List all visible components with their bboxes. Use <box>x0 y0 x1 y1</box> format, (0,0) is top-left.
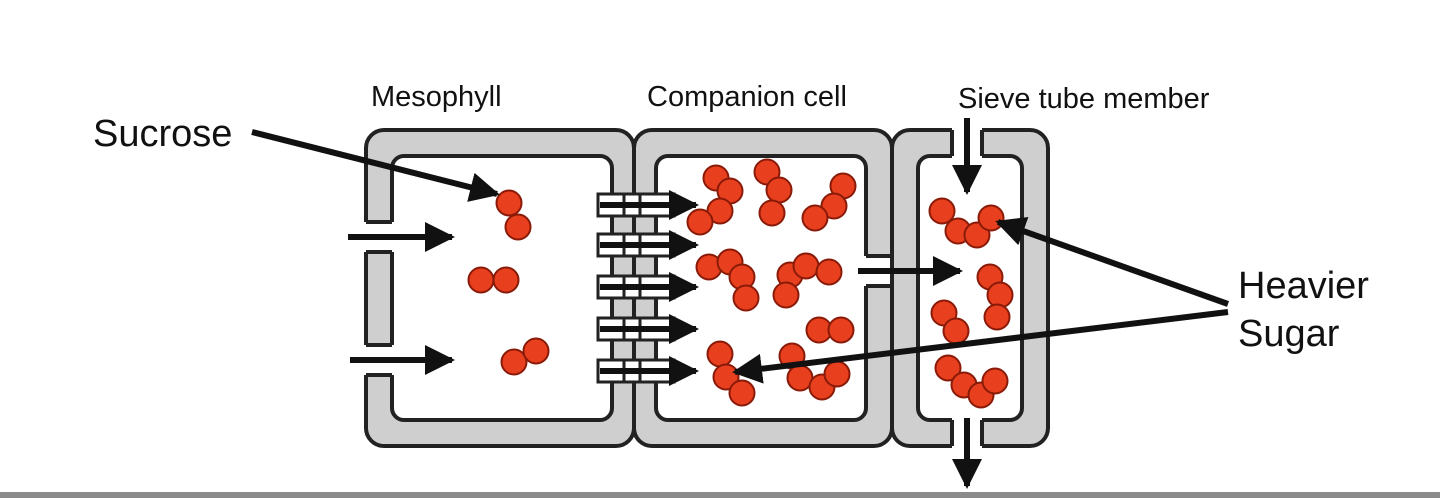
sugar-molecule <box>772 281 800 309</box>
sugar-molecule <box>500 348 528 376</box>
sugar-molecule <box>820 192 848 220</box>
sugar-molecule <box>504 213 532 241</box>
sugar-molecule <box>823 360 851 388</box>
heavier-sugar-pointer-lower <box>732 309 1229 384</box>
sugar-molecule <box>934 354 962 382</box>
pointer-arrows <box>251 129 1230 384</box>
sugar-molecule <box>732 284 760 312</box>
sugar-molecule <box>977 204 1005 232</box>
sugar-molecule <box>983 303 1011 331</box>
sugar-molecule <box>986 281 1014 309</box>
sugar-molecule <box>728 379 756 407</box>
sugar-molecule <box>827 316 855 344</box>
heavier-sugar-label-line2: Sugar <box>1238 313 1340 355</box>
heavier-sugar-label-line1: Heavier <box>1238 265 1369 307</box>
flow-arrows <box>348 118 982 489</box>
sucrose-pointer-arrow <box>251 129 500 202</box>
sucrose-label: Sucrose <box>93 113 232 155</box>
sugar-molecule <box>765 176 793 204</box>
sugar-molecule <box>522 337 550 365</box>
mesophyll-label: Mesophyll <box>371 81 502 113</box>
companion-cell-label: Companion cell <box>647 81 847 113</box>
sugar-molecule <box>706 340 734 368</box>
sugar-molecule <box>801 204 829 232</box>
sugar-molecule <box>758 199 786 227</box>
sugar-molecule <box>981 367 1009 395</box>
sugar-molecule <box>492 266 520 294</box>
sugar-molecule <box>495 189 523 217</box>
sugar-molecule <box>815 258 843 286</box>
sugar-molecule <box>792 252 820 280</box>
sugar-molecule <box>467 266 495 294</box>
sugar-molecule <box>686 208 714 236</box>
bottom-rule <box>0 492 1440 498</box>
sugar-molecule <box>928 197 956 225</box>
sugar-molecules <box>467 158 1014 409</box>
sugar-molecule <box>942 317 970 345</box>
sieve-tube-member-label: Sieve tube member <box>958 83 1210 115</box>
heavier-sugar-pointer-upper <box>995 216 1230 307</box>
